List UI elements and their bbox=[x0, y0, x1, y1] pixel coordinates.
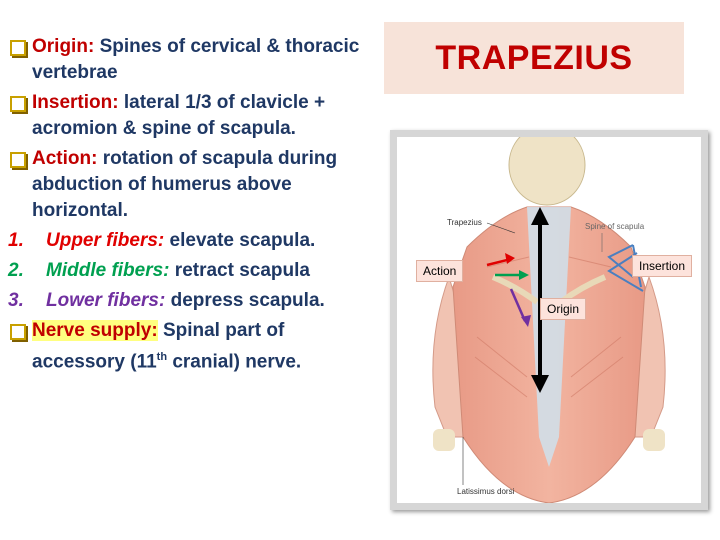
middle-arrow-head-icon bbox=[519, 270, 529, 280]
skull-shape bbox=[508, 137, 586, 206]
nerve-text-2: cranial) nerve. bbox=[167, 351, 302, 373]
checkbox-bullet-icon bbox=[10, 96, 26, 112]
latissimus-label: Latissimus dorsi bbox=[457, 487, 515, 496]
upper-arrow-head-icon bbox=[505, 253, 515, 264]
origin-label: Origin: bbox=[32, 36, 95, 57]
action-box-label: Action bbox=[416, 260, 464, 282]
insertion-label: Insertion: bbox=[32, 92, 119, 113]
origin-box-label: Origin bbox=[540, 298, 587, 320]
title-box: TRAPEZIUS bbox=[384, 22, 684, 94]
lower-fibers-item: 3. Lower fibers: depress scapula. bbox=[8, 288, 368, 314]
item-number: 1. bbox=[8, 230, 24, 251]
action-bullet: Action: rotation of scapula during abduc… bbox=[8, 146, 368, 224]
checkbox-bullet-icon bbox=[10, 324, 26, 340]
anatomy-figure: Trapezius Spine of scapula Latissimus do… bbox=[390, 130, 708, 510]
nerve-bullet: Nerve supply: Spinal part of accessory (… bbox=[8, 318, 368, 375]
checkbox-bullet-icon bbox=[10, 152, 26, 168]
lower-fibers-text: depress scapula. bbox=[170, 290, 325, 311]
lower-fibers-label: Lower fibers: bbox=[46, 290, 166, 311]
upper-fibers-text: elevate scapula. bbox=[169, 230, 316, 251]
left-scapula-spine bbox=[491, 274, 539, 305]
action-text: rotation of scapula during abduction of … bbox=[32, 148, 338, 221]
notes-panel: Origin: Spines of cervical & thoracic ve… bbox=[8, 34, 368, 379]
item-number: 3. bbox=[8, 290, 24, 311]
trapezius-leader-line bbox=[486, 222, 516, 234]
back-muscles-illustration: Trapezius Spine of scapula Latissimus do… bbox=[397, 137, 701, 503]
origin-bullet: Origin: Spines of cervical & thoracic ve… bbox=[8, 34, 368, 86]
origin-text: Spines of cervical & thoracic vertebrae bbox=[32, 36, 360, 83]
middle-fibers-item: 2. Middle fibers: retract scapula bbox=[8, 258, 368, 284]
muscle-fiber-lines bbox=[474, 256, 624, 398]
insertion-box-label: Insertion bbox=[632, 255, 693, 277]
lower-fibers-arrow bbox=[509, 288, 527, 322]
upper-fibers-label: Upper fibers: bbox=[46, 230, 165, 251]
checkbox-bullet-icon bbox=[10, 40, 26, 56]
right-elbow-shape bbox=[643, 429, 665, 451]
insertion-text: lateral 1/3 of clavicle + acromion & spi… bbox=[32, 92, 326, 139]
item-number: 2. bbox=[8, 260, 24, 281]
insertion-bullet: Insertion: lateral 1/3 of clavicle + acr… bbox=[8, 90, 368, 142]
trapezius-label: Trapezius bbox=[447, 218, 482, 227]
spine-of-scapula-label: Spine of scapula bbox=[585, 222, 645, 231]
action-label: Action: bbox=[32, 148, 98, 169]
nerve-sup: th bbox=[156, 351, 168, 363]
middle-fibers-text: retract scapula bbox=[174, 260, 310, 281]
nerve-text-1: Spinal part of accessory (11 bbox=[32, 320, 285, 373]
upper-fibers-item: 1. Upper fibers: elevate scapula. bbox=[8, 228, 368, 254]
nerve-label: Nerve supply: bbox=[32, 320, 158, 341]
slide-title: TRAPEZIUS bbox=[435, 38, 633, 77]
lower-arrow-head-icon bbox=[521, 315, 531, 327]
left-elbow-shape bbox=[433, 429, 455, 451]
origin-arrow-up-icon bbox=[531, 207, 549, 225]
origin-arrow-down-icon bbox=[531, 375, 549, 393]
middle-fibers-label: Middle fibers: bbox=[46, 260, 170, 281]
